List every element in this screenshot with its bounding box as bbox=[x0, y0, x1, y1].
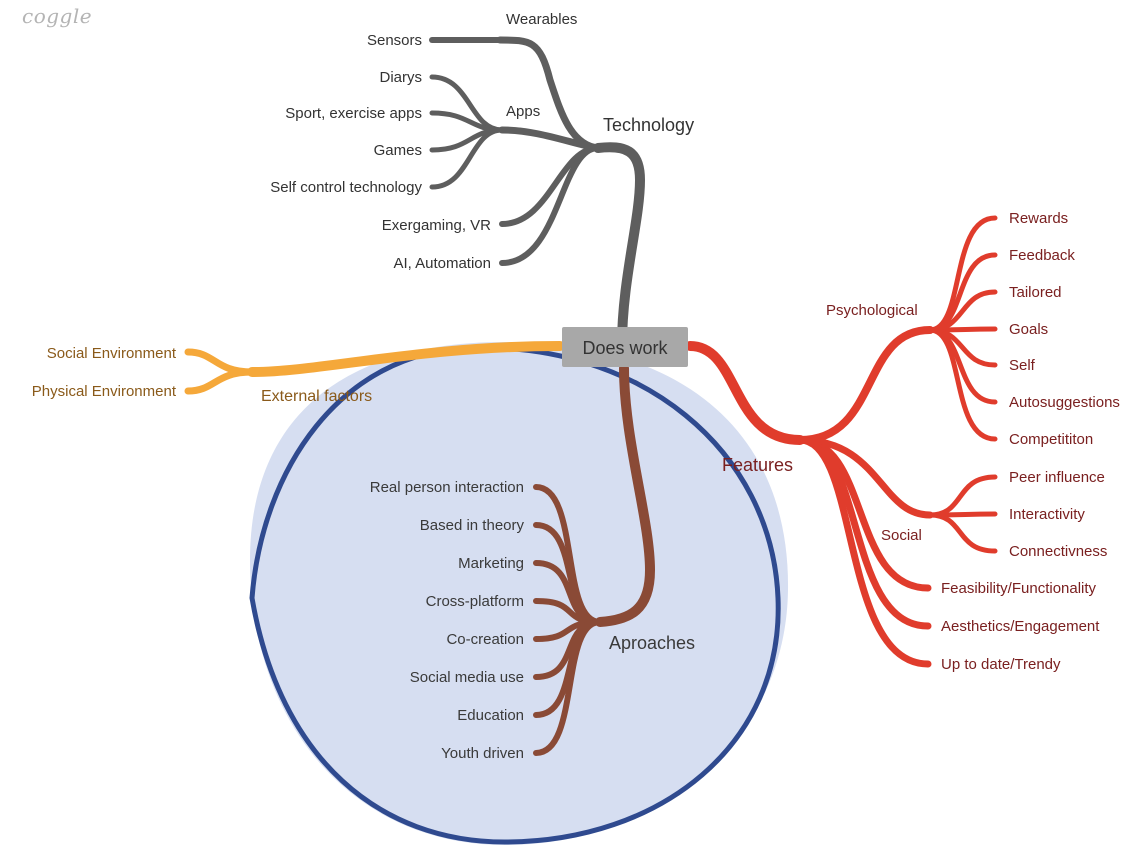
features-node[interactable]: Features bbox=[722, 455, 793, 475]
technology-branches bbox=[429, 36, 646, 350]
approaches-labels: Aproaches Real person interaction Based … bbox=[370, 479, 695, 762]
exergaming-node[interactable]: Exergaming, VR bbox=[382, 217, 491, 234]
feedback-node[interactable]: Feedback bbox=[1009, 247, 1075, 264]
goals-node[interactable]: Goals bbox=[1009, 321, 1048, 338]
approaches-branches bbox=[533, 363, 656, 756]
psychological-node[interactable]: Psychological bbox=[826, 302, 918, 319]
diarys-node[interactable]: Diarys bbox=[379, 69, 422, 86]
highlight-annotation bbox=[249, 342, 789, 845]
youth-driven-node[interactable]: Youth driven bbox=[441, 745, 524, 762]
feasibility-node[interactable]: Feasibility/Functionality bbox=[941, 580, 1097, 597]
technology-labels: Technology Wearables Sensors Apps Diarys… bbox=[270, 11, 694, 272]
features-labels: Features Psychological Rewards Feedback … bbox=[722, 210, 1120, 673]
sensors-node[interactable]: Sensors bbox=[367, 32, 422, 49]
based-theory-node[interactable]: Based in theory bbox=[420, 517, 525, 534]
root-node-box[interactable] bbox=[562, 327, 688, 367]
games-node[interactable]: Games bbox=[374, 142, 422, 159]
root-node[interactable]: Does work bbox=[562, 327, 688, 367]
ai-automation-node[interactable]: AI, Automation bbox=[393, 255, 491, 272]
social-media-node[interactable]: Social media use bbox=[410, 669, 524, 686]
wearables-node[interactable]: Wearables bbox=[506, 11, 577, 28]
physical-environment-node[interactable]: Physical Environment bbox=[32, 383, 177, 400]
interactivity-node[interactable]: Interactivity bbox=[1009, 506, 1085, 523]
real-person-node[interactable]: Real person interaction bbox=[370, 479, 524, 496]
features-branches bbox=[685, 215, 998, 668]
apps-node[interactable]: Apps bbox=[506, 103, 540, 120]
external-branches bbox=[184, 341, 565, 395]
autosuggestions-node[interactable]: Autosuggestions bbox=[1009, 394, 1120, 411]
coggle-logo: coggle bbox=[22, 4, 93, 28]
peer-influence-node[interactable]: Peer influence bbox=[1009, 469, 1105, 486]
social-node[interactable]: Social bbox=[881, 527, 922, 544]
social-environment-node[interactable]: Social Environment bbox=[47, 345, 177, 362]
self-control-node[interactable]: Self control technology bbox=[270, 179, 422, 196]
self-node[interactable]: Self bbox=[1009, 357, 1036, 374]
external-factors-node[interactable]: External factors bbox=[261, 388, 372, 405]
sport-apps-node[interactable]: Sport, exercise apps bbox=[285, 105, 422, 122]
tailored-node[interactable]: Tailored bbox=[1009, 284, 1062, 301]
up-to-date-node[interactable]: Up to date/Trendy bbox=[941, 656, 1061, 673]
aesthetics-node[interactable]: Aesthetics/Engagement bbox=[941, 618, 1100, 635]
marketing-node[interactable]: Marketing bbox=[458, 555, 524, 572]
rewards-node[interactable]: Rewards bbox=[1009, 210, 1068, 227]
external-labels: External factors Social Environment Phys… bbox=[32, 345, 372, 405]
root-node-label: Does work bbox=[582, 338, 668, 358]
technology-node[interactable]: Technology bbox=[603, 115, 694, 135]
education-node[interactable]: Education bbox=[457, 707, 524, 724]
highlight-fill bbox=[250, 342, 789, 845]
connectivness-node[interactable]: Connectivness bbox=[1009, 543, 1107, 560]
approaches-node[interactable]: Aproaches bbox=[609, 633, 695, 653]
highlight-circle-stroke bbox=[249, 345, 781, 845]
competititon-node[interactable]: Competititon bbox=[1009, 431, 1093, 448]
cross-platform-node[interactable]: Cross-platform bbox=[426, 593, 524, 610]
co-creation-node[interactable]: Co-creation bbox=[446, 631, 524, 648]
